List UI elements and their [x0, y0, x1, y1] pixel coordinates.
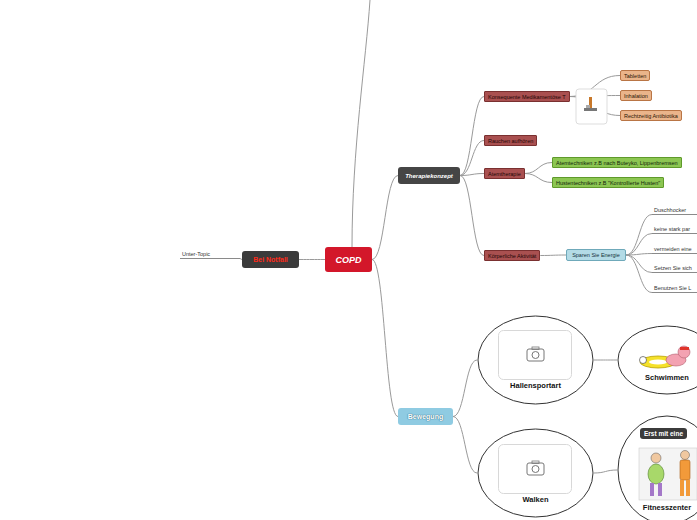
node-label: Atemtechniken z.B nach Buteyko, Lippenbr…: [556, 160, 678, 166]
branch-line: [352, 0, 370, 247]
circle-outline: [477, 315, 594, 405]
branch-line: [299, 259, 325, 260]
node-label: Konsequente Medikamentöse T: [488, 94, 566, 100]
circle-outline: [477, 428, 594, 518]
node-label: Bei Notfall: [253, 256, 288, 263]
node-label: COPD: [335, 255, 361, 265]
node-label: Duschhocker: [654, 207, 686, 213]
node-label: Setzen Sie sich: [654, 265, 692, 271]
leaf-box: Tabletten: [620, 70, 650, 81]
branch-line: [372, 176, 398, 260]
subtopic-line: Unter-Topic: [180, 248, 240, 259]
topic-box: Therapiekonzept: [398, 167, 460, 184]
circle-outline: [478, 316, 593, 404]
node-label: Fitnesszenter: [617, 503, 697, 512]
branch-box: Rauchen aufhören: [484, 135, 537, 146]
node-label: Inhalation: [624, 93, 648, 99]
branch-line: [525, 163, 552, 174]
leaf-line: Benutzen Sie L: [652, 283, 697, 293]
leaf-box: Hustentechniken z.B "Kontrollierte Huste…: [552, 177, 664, 188]
node-label: Sparen Sie Energie: [572, 252, 620, 258]
branch-line: [626, 254, 652, 256]
node-label: Bewegung: [408, 413, 443, 420]
topic-circle: Walken: [477, 428, 594, 518]
leaf-box: Inhalation: [620, 90, 652, 101]
branch-box: Atemtherapie: [484, 168, 525, 179]
leaf-line: Setzen Sie sich: [652, 263, 697, 273]
branch-line: [626, 255, 652, 293]
branch-line: [540, 255, 566, 257]
node-label: Tabletten: [624, 73, 646, 79]
node-label: Benutzen Sie L: [654, 285, 691, 291]
image-placeholder: [499, 445, 572, 494]
topic-circle: Schwimmen: [617, 325, 697, 395]
image-placeholder: [499, 331, 572, 380]
node-label: Unter-Topic: [182, 251, 210, 257]
branch-box: Körperliche Aktivität: [484, 250, 540, 261]
topic-circle: Hallensportart: [477, 315, 594, 405]
topic-box: Bei Notfall: [242, 251, 299, 268]
tag-label: Erst mit eine: [640, 428, 687, 439]
central-topic: COPD: [325, 247, 372, 272]
branch-line: [460, 176, 484, 256]
branch-line: [626, 255, 652, 273]
node-label: Therapiekonzept: [405, 173, 453, 179]
node-label: Körperliche Aktivität: [488, 253, 536, 259]
topic-circle: Erst mit eineFitnesszenter: [617, 415, 697, 520]
branch-line: [594, 360, 617, 361]
fitness-cartoon: [639, 448, 697, 500]
leaf-box: Rechtzeitig Antibiotika: [620, 110, 682, 121]
branch-line: [525, 174, 552, 183]
branch-line: [460, 97, 484, 176]
branch-line: [626, 215, 652, 256]
node-label: Rauchen aufhören: [488, 138, 533, 144]
node-label: vermeiden eine: [654, 246, 692, 252]
leaf-line: Duschhocker: [652, 205, 697, 215]
circle-outline: [618, 416, 697, 520]
leaf-line: vermeiden eine: [652, 244, 697, 254]
medicine-image: [576, 89, 607, 124]
leaf-box: Atemtechniken z.B nach Buteyko, Lippenbr…: [552, 157, 682, 168]
branch-line: [626, 234, 652, 256]
node-label: Atemtherapie: [488, 171, 521, 177]
node-label: keine stark par: [654, 226, 690, 232]
node-label: Hustentechniken z.B "Kontrollierte Huste…: [556, 180, 660, 186]
branch-line: [453, 417, 477, 474]
branch-box: Konsequente Medikamentöse T: [484, 91, 570, 102]
node-label: Walken: [477, 495, 594, 504]
circle-outline: [478, 429, 593, 517]
node-label: Hallensportart: [477, 381, 594, 390]
node-label: Rechtzeitig Antibiotika: [624, 113, 678, 119]
node-label: Schwimmen: [617, 373, 697, 382]
branch-line: [453, 360, 477, 417]
leaf-line: keine stark par: [652, 224, 697, 234]
swimming-cartoon: [640, 346, 691, 368]
circle-outline: [617, 325, 697, 395]
branch-line: [460, 141, 484, 176]
branch-line: [594, 470, 617, 473]
circle-outline: [618, 326, 697, 394]
subtopic-box: Sparen Sie Energie: [566, 249, 626, 261]
branch-line: [372, 260, 398, 417]
topic-box: Bewegung: [398, 408, 453, 425]
branch-line: [460, 174, 484, 176]
